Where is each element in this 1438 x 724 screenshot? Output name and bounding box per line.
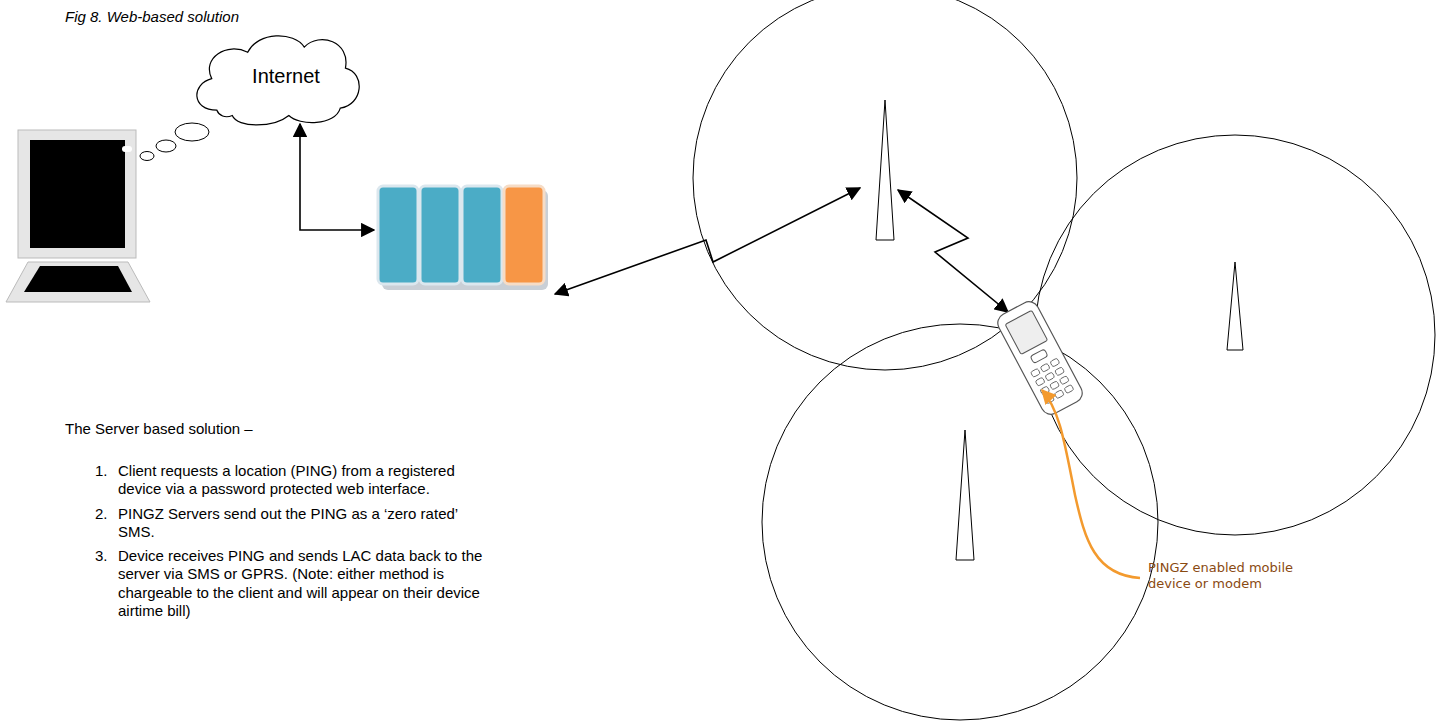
list-number: 3. [95, 547, 115, 565]
cell-tower [876, 100, 894, 240]
thought-bubble [140, 152, 154, 161]
cell-tower [956, 430, 974, 560]
cloud-shape: Internet [186, 26, 366, 126]
pointer-arrow [1042, 390, 1140, 578]
callout-label: PINGZ enabled mobile device or modem [1148, 560, 1308, 592]
thought-bubble [175, 123, 209, 141]
radio-link [898, 190, 1008, 312]
network-link [300, 124, 374, 230]
list-item: PINGZ Servers send out the PING as a ‘ze… [118, 505, 498, 542]
list-number: 2. [95, 505, 115, 523]
mobile-phone [994, 298, 1085, 418]
cell-coverage [1035, 135, 1435, 535]
thought-bubble [156, 140, 176, 152]
cell-tower [1227, 262, 1243, 350]
cell-coverage [762, 324, 1158, 720]
figure-title: Fig 8. Web-based solution [65, 8, 239, 26]
laptop [6, 130, 150, 302]
section-heading: The Server based solution – [65, 420, 485, 438]
node-label: Internet [252, 65, 320, 88]
list-item: Device receives PING and sends LAC data … [118, 547, 498, 620]
server-rack [378, 186, 548, 290]
radio-link [555, 188, 860, 294]
list-item: Client requests a location (PING) from a… [118, 462, 498, 499]
list-number: 1. [95, 462, 115, 480]
